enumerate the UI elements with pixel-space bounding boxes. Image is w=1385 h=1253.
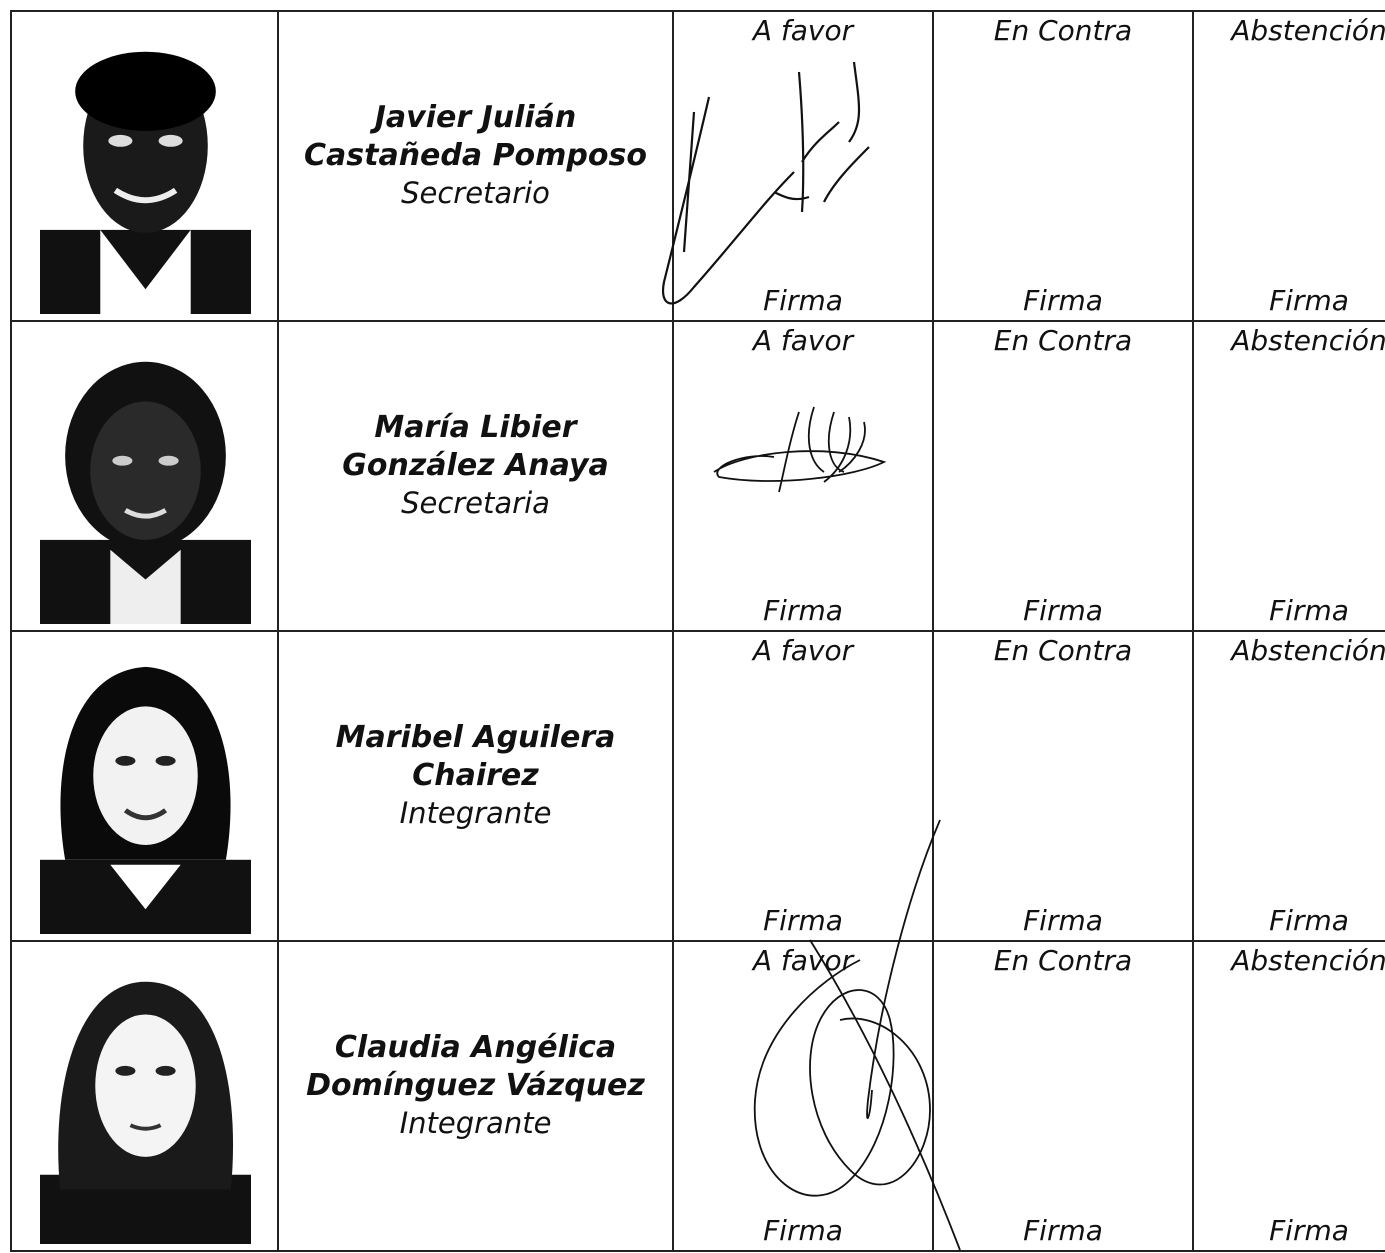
member-name-line1: Claudia Angélica: [334, 1030, 617, 1065]
member-photo: [40, 652, 251, 934]
firma-label: Firma: [1023, 904, 1103, 937]
option-favor-label: A favor: [752, 324, 854, 357]
firma-label: Firma: [763, 1214, 843, 1247]
member-name-line1: Maribel Aguilera: [335, 720, 616, 755]
vote-sheet: Javier Julián Castañeda Pomposo Secretar…: [10, 10, 1385, 1252]
vote-contra-cell[interactable]: En Contra Firma: [932, 10, 1194, 322]
vote-favor-cell[interactable]: A favor Firma: [661, 10, 934, 322]
member-name-line2: Chairez: [412, 758, 539, 793]
option-abstencion-label: Abstención: [1231, 944, 1385, 977]
member-role: Integrante: [399, 796, 552, 830]
member-row: Maribel Aguilera Chairez Integrante A fa…: [10, 630, 1385, 942]
signature-image: [713, 406, 887, 493]
photo-cell: [10, 10, 279, 322]
member-role: Integrante: [399, 1106, 552, 1140]
member-name-line2: González Anaya: [342, 448, 609, 483]
member-name-line2: Domínguez Vázquez: [306, 1068, 645, 1103]
firma-label: Firma: [763, 904, 843, 937]
name-cell: Claudia Angélica Domínguez Vázquez Integ…: [277, 940, 674, 1252]
vote-favor-cell[interactable]: A favor Firma: [672, 940, 934, 1252]
vote-favor-cell[interactable]: A favor Firma: [672, 630, 934, 942]
option-contra-label: En Contra: [993, 14, 1133, 47]
member-name-line1: Javier Julián: [374, 100, 577, 135]
name-cell: Maribel Aguilera Chairez Integrante: [277, 630, 674, 942]
member-row: Claudia Angélica Domínguez Vázquez Integ…: [10, 940, 1385, 1252]
vote-table: Javier Julián Castañeda Pomposo Secretar…: [10, 10, 1385, 1252]
firma-label: Firma: [763, 594, 843, 627]
firma-label: Firma: [1269, 1214, 1349, 1247]
firma-label: Firma: [1023, 1214, 1103, 1247]
firma-label: Firma: [763, 284, 843, 317]
photo-cell: [10, 940, 279, 1252]
member-photo: [40, 342, 251, 624]
firma-label: Firma: [1023, 284, 1103, 317]
vote-abstencion-cell[interactable]: Abstención Firma: [1192, 940, 1385, 1252]
firma-label: Firma: [1269, 904, 1349, 937]
vote-abstencion-cell[interactable]: Abstención Firma: [1192, 630, 1385, 942]
photo-cell: [10, 320, 279, 632]
member-name-line1: María Libier: [374, 410, 577, 445]
vote-contra-cell[interactable]: En Contra Firma: [932, 320, 1194, 632]
option-favor-label: A favor: [752, 634, 854, 667]
member-row: Javier Julián Castañeda Pomposo Secretar…: [10, 10, 1385, 322]
photo-cell: [10, 630, 279, 942]
firma-label: Firma: [1269, 284, 1349, 317]
member-photo: [40, 962, 251, 1244]
option-contra-label: En Contra: [993, 324, 1133, 357]
member-photo: [40, 32, 251, 314]
member-row: María Libier González Anaya Secretaria A…: [10, 320, 1385, 632]
option-abstencion-label: Abstención: [1231, 324, 1385, 357]
firma-label: Firma: [1023, 594, 1103, 627]
vote-abstencion-cell[interactable]: Abstención Firma: [1192, 10, 1385, 322]
signature-image: [661, 61, 870, 305]
member-name-line2: Castañeda Pomposo: [304, 138, 647, 173]
name-cell: Javier Julián Castañeda Pomposo Secretar…: [277, 10, 674, 322]
vote-contra-cell[interactable]: En Contra Firma: [932, 630, 1194, 942]
option-favor-label: A favor: [752, 944, 854, 977]
vote-contra-cell[interactable]: En Contra Firma: [932, 940, 1194, 1252]
option-contra-label: En Contra: [993, 944, 1133, 977]
member-role: Secretario: [401, 176, 550, 210]
option-abstencion-label: Abstención: [1231, 14, 1385, 47]
option-favor-label: A favor: [752, 14, 854, 47]
vote-abstencion-cell[interactable]: Abstención Firma: [1192, 320, 1385, 632]
vote-favor-cell[interactable]: A favor Firma: [672, 320, 934, 632]
option-abstencion-label: Abstención: [1231, 634, 1385, 667]
firma-label: Firma: [1269, 594, 1349, 627]
name-cell: María Libier González Anaya Secretaria: [277, 320, 674, 632]
option-contra-label: En Contra: [993, 634, 1133, 667]
member-role: Secretaria: [401, 486, 550, 520]
